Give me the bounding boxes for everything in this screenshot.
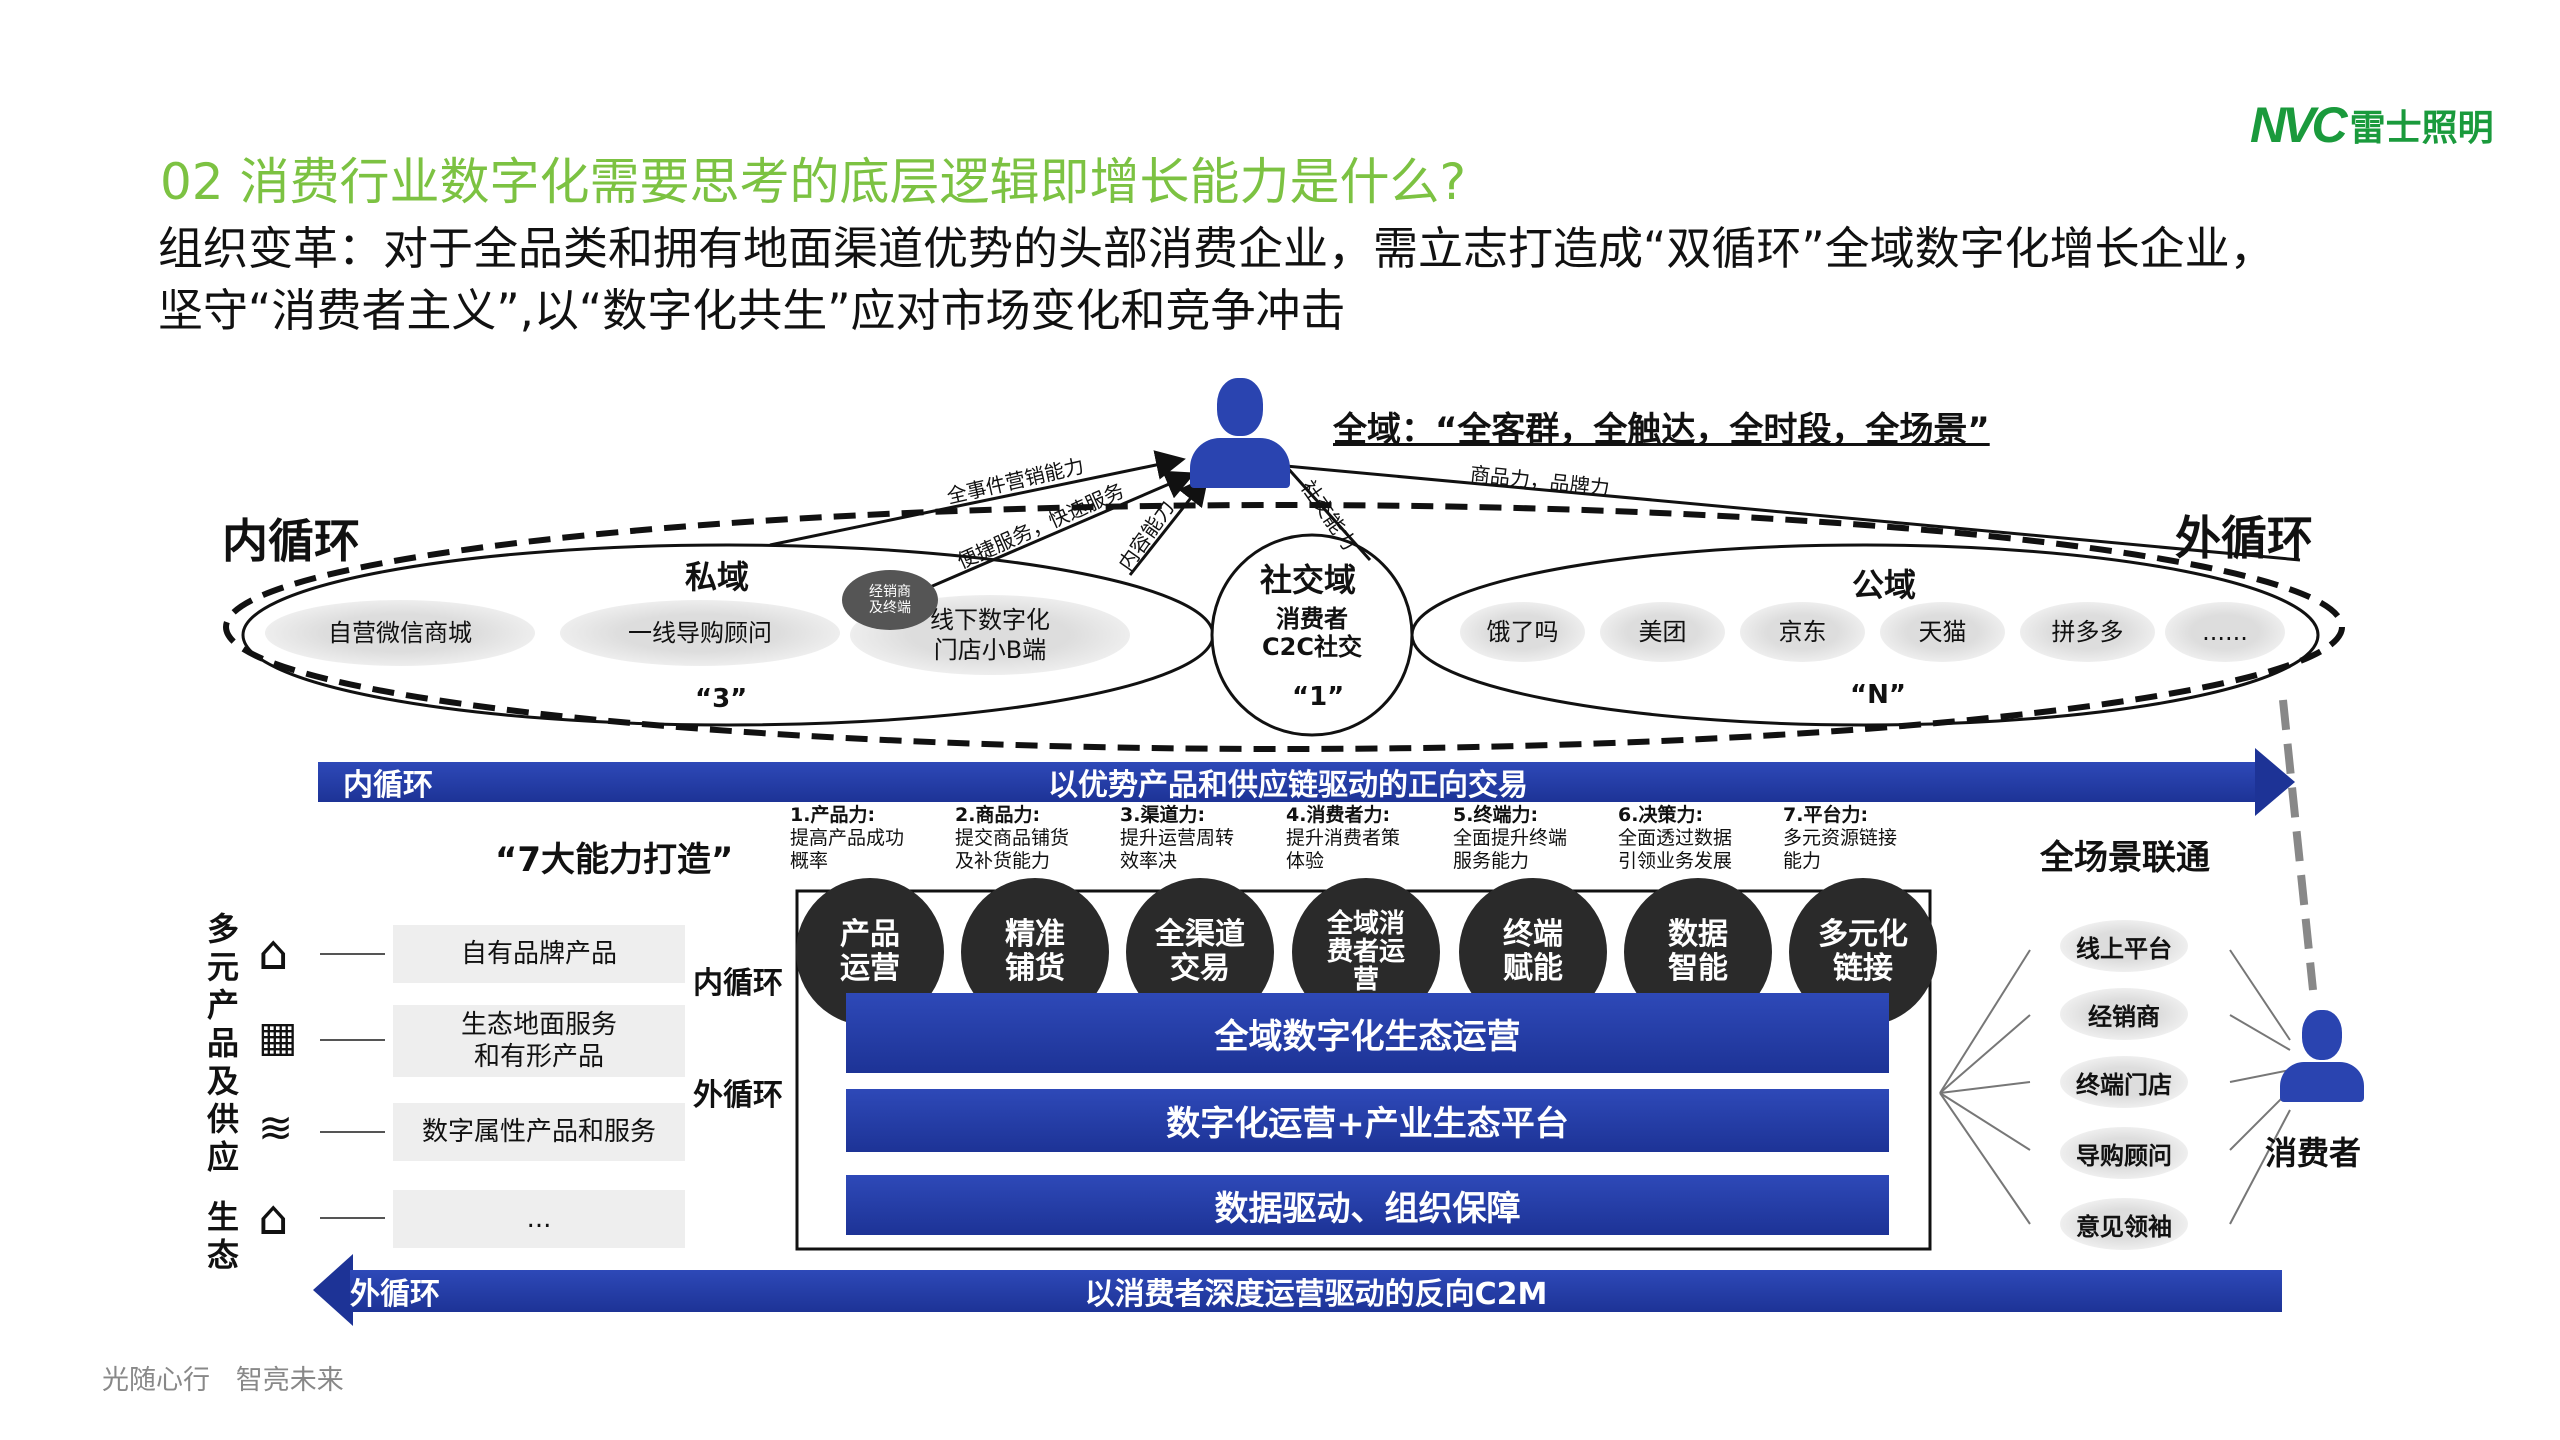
public-item: 京东 [1740, 602, 1865, 662]
public-item: 美团 [1600, 602, 1725, 662]
house-icon: ⌂ [258, 1190, 289, 1246]
page-title: 02 消费行业数字化需要思考的底层逻辑即增长能力是什么? [160, 153, 1467, 211]
person-icon [1190, 378, 1290, 488]
capability-head: 1.产品力: [790, 804, 876, 826]
subtitle-line-1: 组织变革：对于全品类和拥有地面渠道优势的头部消费企业，需立志打造成“双循环”全域… [158, 222, 2275, 275]
scene-item: 线上平台 [2060, 920, 2188, 972]
arrow-head-icon [2255, 748, 2295, 816]
inner-bar-text: 以优势产品和供应链驱动的正向交易 [1048, 768, 1528, 803]
capability-desc: 提升运营周转 效率决 [1120, 827, 1235, 872]
brand-logo: NVC 雷士照明 [2250, 96, 2494, 154]
signal-icon: ≋ [258, 1103, 294, 1152]
public-count: “N” [1850, 680, 1906, 710]
capability-description: 2.商品力: 提交商品铺货 及补货能力 [955, 804, 1115, 873]
capability-desc: 全面透过数据 引领业务发展 [1618, 827, 1733, 872]
capability-desc: 提升消费者策 体验 [1286, 827, 1401, 872]
private-item: 自营微信商城 [265, 600, 535, 666]
outer-loop-label: 外循环 [2175, 511, 2313, 565]
capability-description: 7.平台力: 多元资源链接 能力 [1783, 804, 1943, 873]
capability-head: 3.渠道力: [1120, 804, 1206, 826]
arrow-head-left-icon [313, 1254, 353, 1326]
capability-head: 7.平台力: [1783, 804, 1869, 826]
dashed-loop-arrow [2279, 699, 2317, 991]
subtitle-line-2: 坚守“消费者主义”,以“数字化共生”应对市场变化和竞争冲击 [158, 284, 1346, 337]
box-inner-label: 内循环 [693, 966, 783, 1001]
capability-description: 1.产品力: 提高产品成功 概率 [790, 804, 950, 873]
house-icon: ⌂ [258, 925, 289, 981]
left-item: 数字属性产品和服务 [393, 1103, 685, 1161]
capability-description: 3.渠道力: 提升运营周转 效率决 [1120, 804, 1280, 873]
social-count: “1” [1292, 682, 1345, 712]
public-item: 天猫 [1880, 602, 2005, 662]
left-item: ... [393, 1190, 685, 1248]
left-vertical-label: 多元产品及供应 [206, 910, 239, 1176]
consumer-icon [2280, 1010, 2364, 1120]
inner-loop-bar: 内循环 以优势产品和供应链驱动的正向交易 [318, 762, 2258, 803]
logo-mark: NVC [2250, 97, 2348, 153]
capability-head: 2.商品力: [955, 804, 1041, 826]
social-title: 社交域 [1260, 561, 1357, 599]
capability-head: 6.决策力: [1618, 804, 1704, 826]
capability-desc: 提高产品成功 概率 [790, 827, 905, 872]
layer-bar: 数据驱动、组织保障 [846, 1175, 1889, 1235]
box-outer-label: 外循环 [693, 1078, 783, 1113]
capability-desc: 多元资源链接 能力 [1783, 827, 1898, 872]
scene-title: 全场景联通 [2040, 838, 2210, 878]
building-icon: ▦ [258, 1012, 298, 1061]
layer-bar: 全域数字化生态运营 [846, 993, 1889, 1073]
public-item: 拼多多 [2020, 602, 2155, 662]
private-count: “3” [695, 684, 748, 714]
layer-bar: 数字化运营+产业生态平台 [846, 1089, 1889, 1152]
left-item: 自有品牌产品 [393, 925, 685, 983]
capability-head: 5.终端力: [1453, 804, 1539, 826]
left-vertical-label-2: 生态 [206, 1198, 239, 1274]
left-item: 生态地面服务 和有形产品 [393, 1005, 685, 1077]
outer-dashed-ellipse [223, 502, 2345, 752]
scene-item: 经销商 [2060, 988, 2188, 1040]
scene-item: 终端门店 [2060, 1056, 2188, 1108]
quanyu-text: 全域：“全客群，全触达，全时段，全场景” [1333, 410, 1990, 450]
inner-bar-tag: 内循环 [343, 768, 433, 803]
outer-bar-text: 以消费者深度运营驱动的反向C2M [1084, 1277, 1548, 1312]
public-ellipse [1410, 543, 2320, 727]
inner-loop-label: 内循环 [222, 514, 360, 568]
capability-desc: 全面提升终端 服务能力 [1453, 827, 1568, 872]
public-item: 饿了吗 [1460, 602, 1585, 662]
outer-loop-bar: 外循环 以消费者深度运营驱动的反向C2M [350, 1270, 2282, 1312]
logo-text: 雷士照明 [2349, 108, 2494, 149]
social-body: 消费者 C2C社交 [1262, 605, 1362, 661]
capability-description: 5.终端力: 全面提升终端 服务能力 [1453, 804, 1613, 873]
private-title: 私域 [685, 558, 750, 596]
footer-slogan: 光随心行 智亮未来 [102, 1365, 344, 1396]
subtitle: 组织变革：对于全品类和拥有地面渠道优势的头部消费企业，需立志打造成“双循环”全域… [158, 218, 2558, 342]
capability-head: 4.消费者力: [1286, 804, 1391, 826]
scene-item: 导购顾问 [2060, 1127, 2188, 1179]
capability-description: 4.消费者力: 提升消费者策 体验 [1286, 804, 1446, 873]
scene-item: 意见领袖 [2060, 1198, 2188, 1250]
private-item: 一线导购顾问 [560, 600, 840, 666]
capability-description: 6.决策力: 全面透过数据 引领业务发展 [1618, 804, 1778, 873]
public-item: ...... [2165, 602, 2285, 662]
consumer-label: 消费者 [2265, 1134, 2362, 1172]
seven-capabilities-title: “7大能力打造” [495, 840, 734, 880]
public-title: 公域 [1852, 566, 1917, 604]
dealer-badge: 经销商 及终端 [842, 570, 938, 630]
capability-desc: 提交商品铺货 及补货能力 [955, 827, 1070, 872]
outer-bar-tag: 外循环 [350, 1277, 440, 1312]
